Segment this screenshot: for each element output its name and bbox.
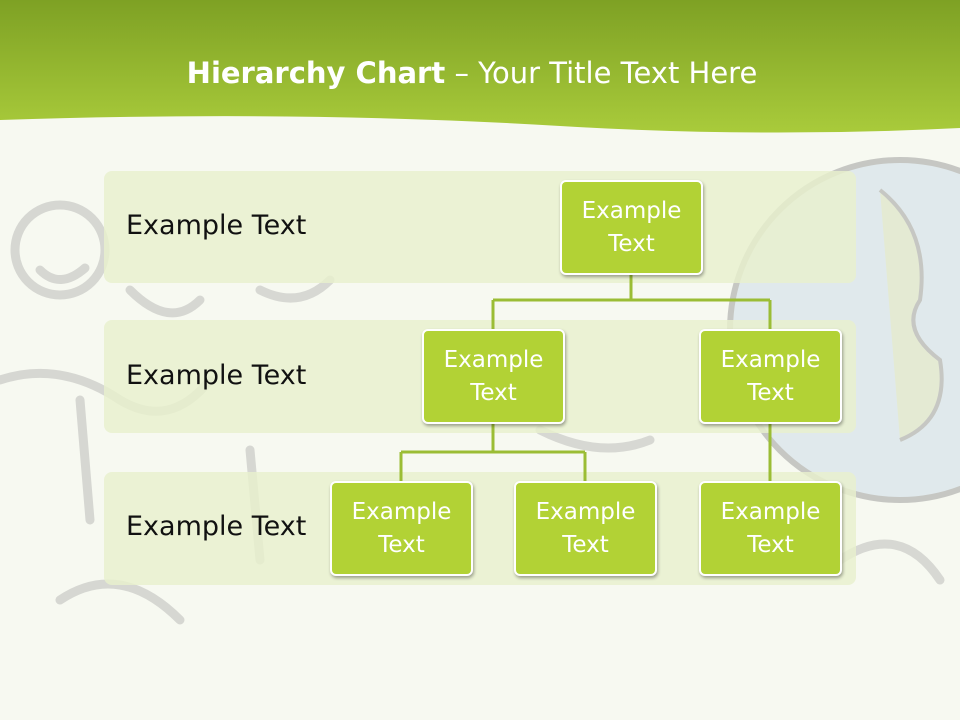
level-band-1 [104, 171, 856, 283]
node-level3-left: Example Text [330, 481, 473, 576]
header-wave [0, 0, 960, 133]
level-label-3: Example Text [126, 511, 307, 542]
title-rest: – Your Title Text Here [445, 56, 758, 90]
node-level2-left: Example Text [422, 329, 565, 424]
node-level3-right: Example Text [699, 481, 842, 576]
node-level3-middle: Example Text [514, 481, 657, 576]
node-root: Example Text [560, 180, 703, 275]
title-bold: Hierarchy Chart [186, 56, 446, 90]
slide-title: Hierarchy Chart – Your Title Text Here [0, 56, 944, 90]
connector-root-to-level2 [491, 274, 772, 330]
node-level2-right: Example Text [699, 329, 842, 424]
level-label-2: Example Text [126, 360, 307, 391]
level-label-1: Example Text [126, 210, 307, 241]
connector-left-to-level3 [399, 422, 587, 482]
